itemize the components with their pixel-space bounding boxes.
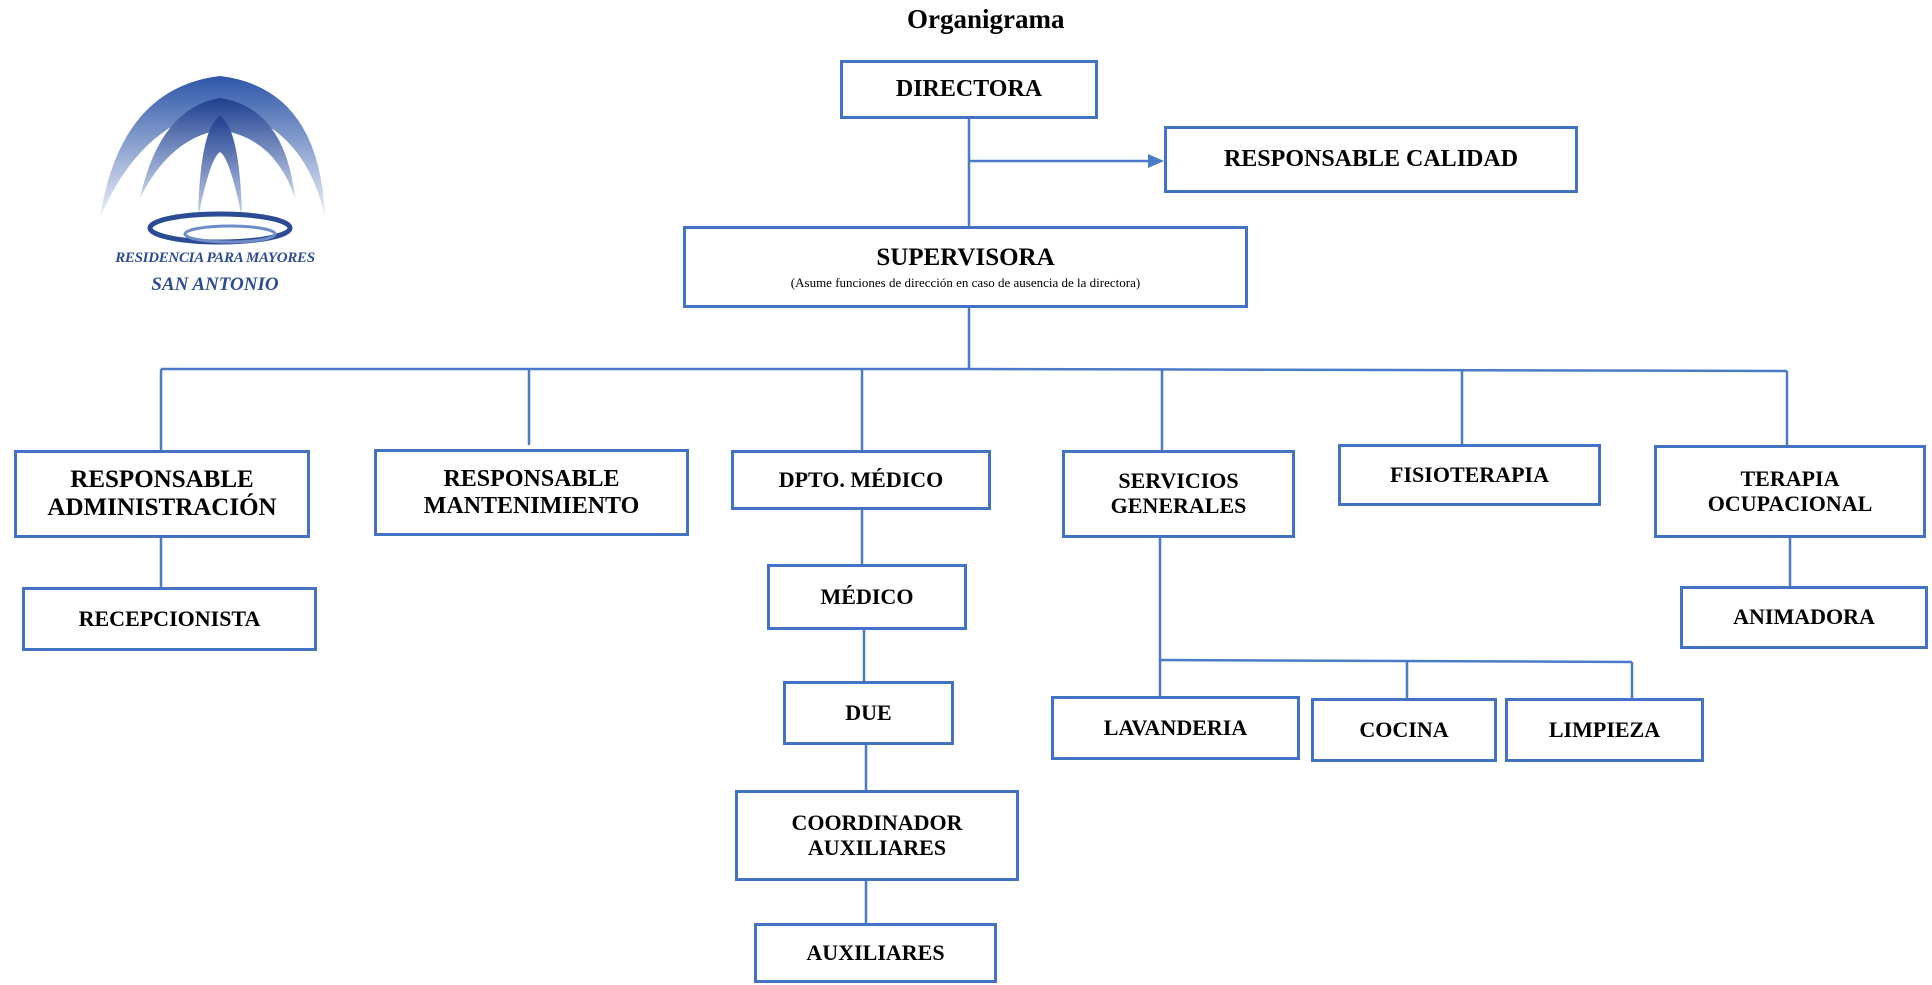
node-lavanderia: LAVANDERIA	[1051, 696, 1300, 760]
node-label: LIMPIEZA	[1548, 716, 1661, 742]
node-label: AUXILIARES	[806, 939, 945, 965]
node-label: DUE	[845, 699, 892, 725]
logo-text-line2: SAN ANTONIO	[151, 274, 279, 295]
node-recepcionista: RECEPCIONISTA	[22, 587, 317, 651]
node-label: COORDINADOR AUXILIARES	[791, 809, 963, 860]
connector-line	[161, 367, 1788, 373]
node-label: MÉDICO	[820, 583, 914, 609]
node-label: COCINA	[1359, 716, 1449, 742]
node-label: DIRECTORA	[895, 76, 1043, 103]
node-limpieza: LIMPIEZA	[1505, 698, 1704, 762]
node-label: RESPONSABLE MANTENIMIENTO	[423, 465, 640, 519]
node-servicios-generales: SERVICIOS GENERALES	[1062, 450, 1295, 538]
node-responsable-administracion: RESPONSABLE ADMINISTRACIÓN	[14, 450, 310, 538]
node-dpto-medico: DPTO. MÉDICO	[731, 450, 991, 510]
node-responsable-mantenimiento: RESPONSABLE MANTENIMIENTO	[374, 449, 689, 536]
node-due: DUE	[783, 681, 954, 745]
node-medico: MÉDICO	[767, 564, 967, 630]
residence-logo	[100, 76, 325, 245]
node-label: FISIOTERAPIA	[1390, 461, 1549, 487]
node-label: DPTO. MÉDICO	[778, 466, 944, 492]
node-responsable-calidad: RESPONSABLE CALIDAD	[1164, 126, 1578, 193]
node-animadora: ANIMADORA	[1680, 586, 1928, 649]
node-label: ANIMADORA	[1733, 604, 1875, 630]
node-label: RESPONSABLE CALIDAD	[1223, 146, 1519, 173]
logo-text-line1: RESIDENCIA PARA MAYORES	[115, 250, 315, 266]
arrowhead-icon	[1148, 154, 1164, 168]
node-auxiliares: AUXILIARES	[754, 923, 997, 983]
node-label: TERAPIA OCUPACIONAL	[1707, 465, 1873, 516]
node-sublabel: (Asume funciones de dirección en caso de…	[790, 274, 1141, 290]
node-label: SERVICIOS GENERALES	[1110, 468, 1247, 518]
node-fisioterapia: FISIOTERAPIA	[1338, 444, 1601, 506]
node-label: RECEPCIONISTA	[78, 605, 261, 631]
node-terapia-ocupacional: TERAPIA OCUPACIONAL	[1654, 445, 1926, 538]
node-supervisora: SUPERVISORA (Asume funciones de direcció…	[683, 226, 1248, 308]
node-directora: DIRECTORA	[840, 60, 1098, 119]
node-label: SUPERVISORA	[876, 243, 1055, 271]
page-title: Organigrama	[907, 4, 1065, 34]
node-label: RESPONSABLE ADMINISTRACIÓN	[47, 466, 277, 521]
node-coordinador-auxiliares: COORDINADOR AUXILIARES	[735, 790, 1019, 881]
connector-line	[1159, 658, 1633, 664]
node-label: LAVANDERIA	[1103, 714, 1248, 740]
node-cocina: COCINA	[1311, 698, 1497, 762]
